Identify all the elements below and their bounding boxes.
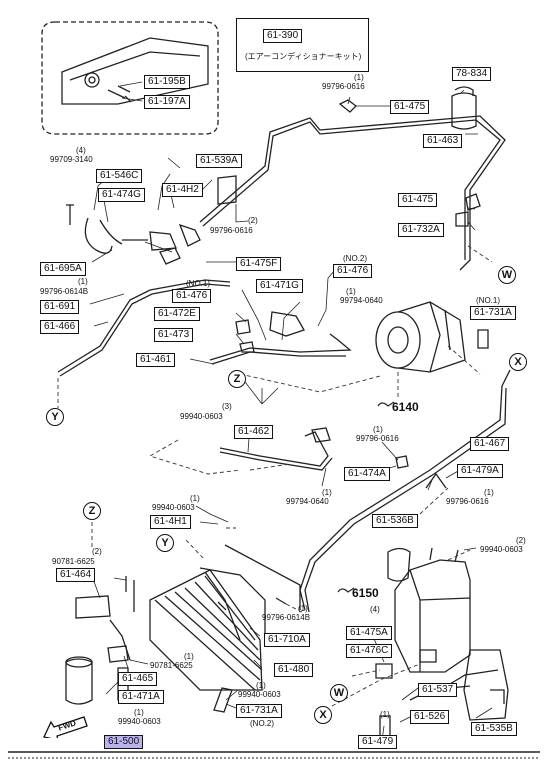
marker-y: Y [156,534,174,552]
bolt-number: 99940-0603 [118,717,161,726]
position-note: (NO.2) [250,719,274,728]
forward-arrow: FWD [42,716,88,741]
qty-note: (4) [370,605,380,614]
part-label-61-536B[interactable]: 61-536B [372,514,418,528]
bolt-number: 99709-3140 [50,155,93,164]
kit-box: 61-390 (エアーコンディショナーキット) [236,18,369,72]
qty-note: (1) [190,494,200,503]
qty-note: (3) [222,402,232,411]
qty-note: (1) [322,488,332,497]
qty-note: (1) [373,425,383,434]
part-label-61-472E[interactable]: 61-472E [154,307,200,321]
bolt-number: 99794-0640 [340,296,383,305]
bolt-number: 99940-0603 [480,545,523,554]
part-label-61-731A-no1[interactable]: 61-731A [470,306,516,320]
part-label-61-475-top[interactable]: 61-475 [390,100,430,114]
part-label-61-537[interactable]: 61-537 [418,683,458,697]
qty-note: (4) [76,146,86,155]
bolt-number: 99794-0640 [286,497,329,506]
part-label-61-462[interactable]: 61-462 [234,425,274,439]
part-label-61-695A[interactable]: 61-695A [40,262,86,276]
part-label-61-710A[interactable]: 61-710A [264,633,310,647]
bolt-number: 99796-0614B [262,613,311,622]
marker-x: X [509,353,527,371]
part-label-61-4H1[interactable]: 61-4H1 [150,515,191,529]
part-label-61-197A[interactable]: 61-197A [144,95,190,109]
qty-note: (1) [78,277,88,286]
bolt-number: 99940-0603 [180,412,223,421]
marker-z: Z [228,370,246,388]
part-label-61-476C[interactable]: 61-476C [346,644,393,658]
kit-part-label[interactable]: 61-390 [263,29,303,43]
part-label-61-195B[interactable]: 61-195B [144,75,190,89]
qty-note: (1) [484,488,494,497]
qty-note: (1) [184,652,194,661]
qty-note: (2) [248,216,258,225]
bolt-number: 90781-6625 [150,661,193,670]
part-label-61-474G[interactable]: 61-474G [98,188,145,202]
part-label-61-471A[interactable]: 61-471A [118,690,164,704]
ref-6150: 6150 [352,586,379,600]
qty-note: (1) [134,708,144,717]
bolt-number: 90781-6625 [52,557,95,566]
part-label-61-473[interactable]: 61-473 [154,328,194,342]
qty-note: (2) [516,536,526,545]
part-label-61-475A[interactable]: 61-475A [346,626,392,640]
qty-note: (1) [354,73,364,82]
part-label-61-467[interactable]: 61-467 [470,437,510,451]
marker-z: Z [83,502,101,520]
part-label-61-466[interactable]: 61-466 [40,320,80,334]
qty-note: (1) [380,710,390,719]
position-note: (NO.1) [476,296,500,305]
part-label-61-500[interactable]: 61-500 [104,735,144,749]
part-label-78-834[interactable]: 78-834 [452,67,492,81]
qty-note: (2) [92,547,102,556]
part-label-61-731A-no2[interactable]: 61-731A [236,704,282,718]
qty-note: (1) [256,681,266,690]
bolt-number: 99796-0616 [210,226,253,235]
marker-w: W [498,266,516,284]
part-label-61-691[interactable]: 61-691 [40,300,80,314]
part-label-61-461[interactable]: 61-461 [136,353,176,367]
part-label-61-535B[interactable]: 61-535B [471,722,517,736]
bolt-number: 99796-0616 [446,497,489,506]
part-label-61-464[interactable]: 61-464 [56,568,96,582]
part-label-61-476-no2[interactable]: 61-476 [333,264,373,278]
bolt-number: 99940-0603 [152,503,195,512]
part-label-61-474A[interactable]: 61-474A [344,467,390,481]
qty-note: (1) [346,287,356,296]
bolt-number: 99796-0614B [40,287,89,296]
position-note: (NO.2) [343,254,367,263]
part-label-61-479A[interactable]: 61-479A [457,464,503,478]
bolt-number: 99940-0603 [238,690,281,699]
part-label-61-475F[interactable]: 61-475F [236,257,282,271]
part-label-61-4H2[interactable]: 61-4H2 [162,183,203,197]
part-label-61-539A[interactable]: 61-539A [196,154,242,168]
qty-note: (1) [298,604,308,613]
part-label-61-463[interactable]: 61-463 [423,134,463,148]
part-label-61-471G[interactable]: 61-471G [256,279,303,293]
part-label-61-546C[interactable]: 61-546C [96,169,143,183]
bolt-number: 99796-0616 [356,434,399,443]
marker-x: X [314,706,332,724]
kit-title: (エアーコンディショナーキット) [245,52,362,61]
bolt-number: 99796-0616 [322,82,365,91]
part-label-61-465[interactable]: 61-465 [118,672,158,686]
part-label-61-480[interactable]: 61-480 [274,663,314,677]
part-label-61-476-no1[interactable]: 61-476 [172,289,212,303]
part-label-61-526[interactable]: 61-526 [410,710,450,724]
ref-6140: 6140 [392,400,419,414]
marker-y: Y [46,408,64,426]
position-note: (NO.1) [186,279,210,288]
part-label-61-475-right[interactable]: 61-475 [398,193,438,207]
part-label-61-732A[interactable]: 61-732A [398,223,444,237]
part-label-61-479[interactable]: 61-479 [358,735,398,749]
marker-w: W [330,684,348,702]
